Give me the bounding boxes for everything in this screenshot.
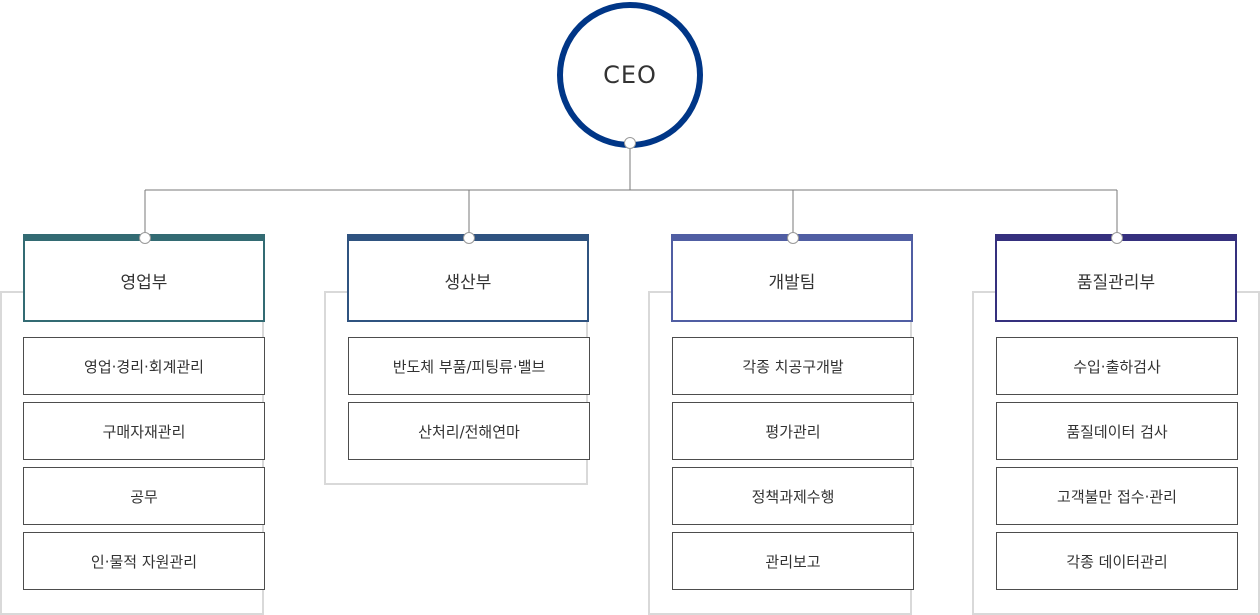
task-label: 구매자재관리 xyxy=(102,422,186,441)
dept-connector-dot xyxy=(463,232,475,244)
task-label: 각종 데이터관리 xyxy=(1066,552,1168,571)
task-label: 공무 xyxy=(130,487,158,506)
task-item: 각종 데이터관리 xyxy=(996,532,1238,590)
dept-head-sales: 영업부 xyxy=(23,234,265,322)
task-label: 평가관리 xyxy=(765,422,821,441)
ceo-node: CEO xyxy=(557,2,703,148)
task-item: 품질데이터 검사 xyxy=(996,402,1238,460)
dept-connector-dot xyxy=(787,232,799,244)
dept-connector-dot xyxy=(139,232,151,244)
task-label: 관리보고 xyxy=(765,552,821,571)
task-item: 공무 xyxy=(23,467,265,525)
task-item: 정책과제수행 xyxy=(672,467,914,525)
dept-head-production: 생산부 xyxy=(347,234,589,322)
task-label: 수입·출하검사 xyxy=(1073,357,1161,376)
task-label: 영업·경리·회계관리 xyxy=(84,357,204,376)
task-item: 영업·경리·회계관리 xyxy=(23,337,265,395)
task-label: 고객불만 접수·관리 xyxy=(1057,487,1177,506)
dept-name: 품질관리부 xyxy=(1076,273,1156,293)
task-label: 각종 치공구개발 xyxy=(742,357,844,376)
task-label: 인·물적 자원관리 xyxy=(90,552,198,571)
ceo-label: CEO xyxy=(603,61,657,89)
task-item: 구매자재관리 xyxy=(23,402,265,460)
task-item: 반도체 부품/피팅류·밸브 xyxy=(348,337,590,395)
dept-name: 영업부 xyxy=(120,273,168,293)
dept-name: 생산부 xyxy=(444,273,492,293)
task-item: 평가관리 xyxy=(672,402,914,460)
dept-head-quality: 품질관리부 xyxy=(995,234,1237,322)
task-item: 고객불만 접수·관리 xyxy=(996,467,1238,525)
dept-name: 개발팀 xyxy=(768,273,816,293)
task-item: 산처리/전해연마 xyxy=(348,402,590,460)
dept-connector-dot xyxy=(1111,232,1123,244)
task-label: 산처리/전해연마 xyxy=(418,422,520,441)
task-label: 정책과제수행 xyxy=(751,487,835,506)
task-item: 각종 치공구개발 xyxy=(672,337,914,395)
ceo-connector-dot xyxy=(624,137,636,149)
task-label: 품질데이터 검사 xyxy=(1066,422,1168,441)
dept-head-development: 개발팀 xyxy=(671,234,913,322)
task-item: 관리보고 xyxy=(672,532,914,590)
task-label: 반도체 부품/피팅류·밸브 xyxy=(392,357,546,376)
task-item: 인·물적 자원관리 xyxy=(23,532,265,590)
task-item: 수입·출하검사 xyxy=(996,337,1238,395)
